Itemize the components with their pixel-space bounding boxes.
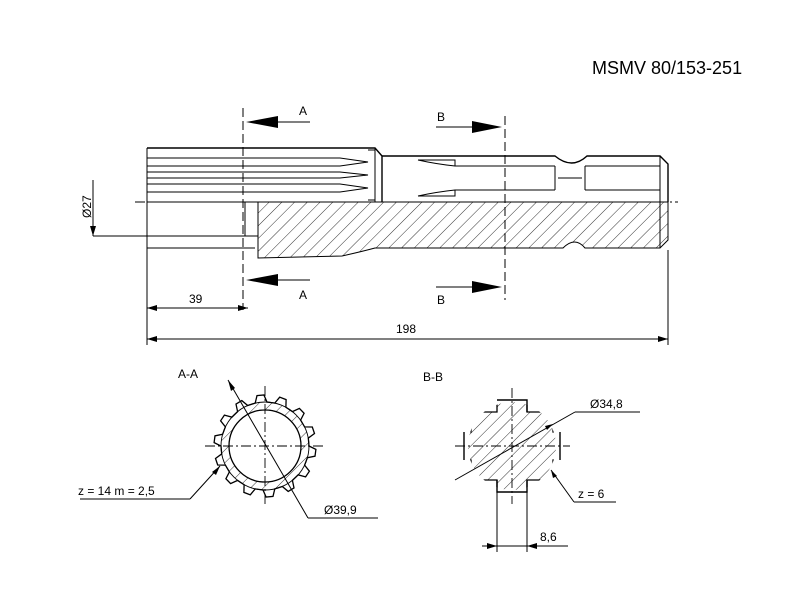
section-bb-title: B-B: [423, 370, 443, 384]
total-length-dimension: 198: [147, 250, 669, 345]
aa-spline-label: z = 14 m = 2,5: [78, 484, 155, 498]
section-a-mark-bottom: A: [299, 288, 307, 302]
bore-wall: [244, 201, 259, 237]
bb-diameter-label: Ø34,8: [590, 397, 623, 411]
bb-teeth-label: z = 6: [578, 487, 605, 501]
section-b-mark-bottom: B: [437, 293, 445, 307]
section-b-mark-top: B: [437, 110, 445, 124]
bb-width-label: 8,6: [540, 530, 557, 544]
shaft-section-hatch: [257, 201, 669, 259]
total-length-label: 198: [396, 322, 416, 336]
section-aa-title: A-A: [178, 367, 198, 381]
section-b-cut: B B: [436, 110, 506, 307]
section-aa-view: A-A Ø39,9 z = 14 m = 2,5: [78, 367, 378, 519]
aa-diameter-label: Ø39,9: [324, 503, 357, 517]
bore-diameter-label: Ø27: [80, 195, 94, 218]
section-a-mark-top: A: [299, 104, 307, 118]
shaft-side-view: [135, 147, 678, 259]
offset-length-label: 39: [189, 292, 203, 306]
bore-diameter-dimension: Ø27: [80, 180, 147, 237]
section-bb-view: B-B Ø34,8 z = 6 8,6: [423, 370, 640, 552]
drawing-title: MSMV 80/153-251: [592, 58, 742, 78]
offset-length-dimension: 39: [146, 252, 248, 345]
bore-section: [146, 201, 246, 237]
section-a-cut: A A: [242, 104, 310, 310]
